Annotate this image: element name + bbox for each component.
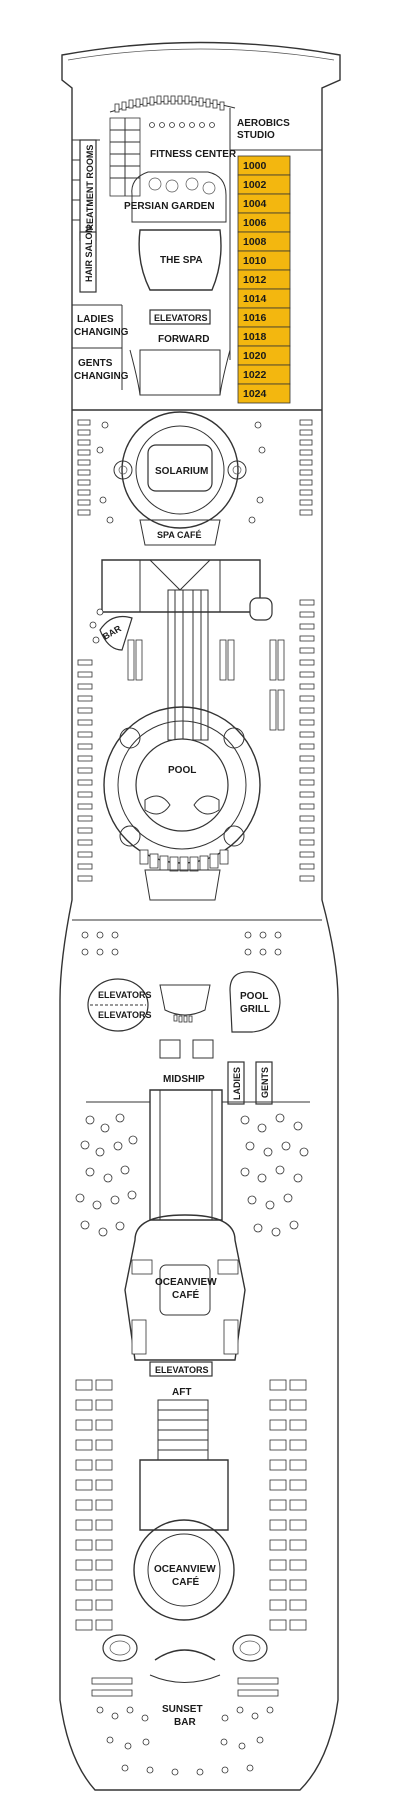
label-spa-cafe: SPA CAFÉ [157, 530, 202, 540]
cabin-1006-number: 1006 [243, 217, 267, 229]
solarium-outer-ring [121, 411, 239, 529]
aft-seating-port [75, 1379, 113, 1631]
label-pool-grill-line2: GRILL [240, 1004, 270, 1015]
pool-loungers-starboard [299, 599, 315, 882]
label-gents-changing-line2: CHANGING [74, 371, 129, 382]
cabin-1016-number: 1016 [243, 312, 267, 324]
cabin-1024-number: 1024 [243, 388, 267, 400]
cabin-1012-number: 1012 [243, 274, 267, 286]
label-elevators-mid-1: ELEVATORS [98, 990, 152, 1000]
cabin-1010-number: 1010 [243, 255, 267, 267]
aft-seating-starboard [269, 1379, 307, 1631]
label-oceanview-cafe-aft-1: OCEANVIEW [154, 1564, 216, 1575]
hull-outline [59, 41, 341, 1791]
label-oceanview-cafe-fwd-2: CAFÉ [172, 1288, 200, 1301]
cabin-1000-number: 1000 [243, 160, 267, 172]
main-pool [135, 738, 229, 832]
cabin-1004-number: 1004 [243, 198, 267, 210]
bar-counter [99, 615, 133, 651]
label-elevators-mid-2: ELEVATORS [98, 1010, 152, 1020]
label-ladies-changing-line1: LADIES [77, 314, 114, 325]
midship-table-groups [81, 931, 282, 956]
label-the-spa: THE SPA [160, 255, 203, 266]
fitness-equipment-row [114, 95, 225, 113]
lockers [109, 117, 141, 197]
treatment-room-partitions [72, 159, 80, 221]
label-gents-changing-line1: GENTS [78, 358, 113, 369]
label-elevators-aft: ELEVATORS [155, 1365, 209, 1375]
cabin-block: 1000 1002 1004 1006 1008 1010 1012 1014 … [237, 155, 291, 404]
pool-loungers-inner [127, 639, 285, 731]
label-aerobics-studio-line1: AEROBICS [237, 118, 290, 129]
pool-loungers-port [77, 659, 93, 882]
cabin-1022-number: 1022 [243, 369, 267, 381]
label-fitness-center: FITNESS CENTER [150, 149, 237, 160]
label-pool: POOL [168, 765, 196, 776]
cabin-1008-number: 1008 [243, 236, 267, 248]
solarium-loungers-right [299, 419, 313, 516]
solarium-tables [96, 421, 266, 524]
label-aerobics-studio-line2: STUDIO [237, 130, 275, 141]
label-elevators-forward: ELEVATORS [154, 313, 208, 323]
buffet-stools [173, 1014, 193, 1023]
label-sunset-bar-line1: SUNSET [162, 1704, 203, 1715]
label-ladies-changing-line2: CHANGING [74, 327, 129, 338]
sunset-bar-stools [91, 1677, 279, 1776]
cabin-1024[interactable] [237, 383, 291, 404]
label-solarium: SOLARIUM [155, 466, 208, 477]
label-sunset-bar-line2: BAR [174, 1717, 196, 1728]
cabin-1014-number: 1014 [243, 293, 267, 305]
label-hair-salon: HAIR SALON [84, 226, 94, 282]
sunset-bar [154, 1649, 216, 1661]
bow-rail [67, 48, 335, 61]
oceanview-cafe-forward [124, 1214, 246, 1361]
label-oceanview-cafe-fwd-1: OCEANVIEW [155, 1277, 217, 1288]
cafe-seating-starboard [240, 1113, 309, 1237]
label-persian-garden: PERSIAN GARDEN [124, 201, 215, 212]
cabin-1018-number: 1018 [243, 331, 267, 343]
label-midship: MIDSHIP [163, 1074, 205, 1085]
label-ladies: LADIES [232, 1067, 242, 1100]
solarium-pool [147, 444, 213, 492]
oceanview-cafe-aft [133, 1519, 235, 1621]
solarium-loungers-left [77, 419, 91, 516]
persian-garden-area [131, 171, 227, 223]
cabin-1002-number: 1002 [243, 179, 267, 191]
label-pool-grill-line1: POOL [240, 991, 268, 1002]
label-gents: GENTS [260, 1067, 270, 1098]
label-forward: FORWARD [158, 334, 209, 345]
cafe-seating-port [75, 1113, 138, 1237]
pool-deck-chairs [139, 849, 229, 872]
label-aft: AFT [172, 1387, 191, 1398]
the-spa-area [138, 229, 222, 291]
label-treatment-rooms: TREATMENT ROOMS [85, 145, 95, 236]
fitness-machines [149, 122, 215, 128]
pool-grill [229, 971, 281, 1033]
label-oceanview-cafe-aft-2: CAFÉ [172, 1575, 200, 1588]
cabin-1020-number: 1020 [243, 350, 267, 362]
